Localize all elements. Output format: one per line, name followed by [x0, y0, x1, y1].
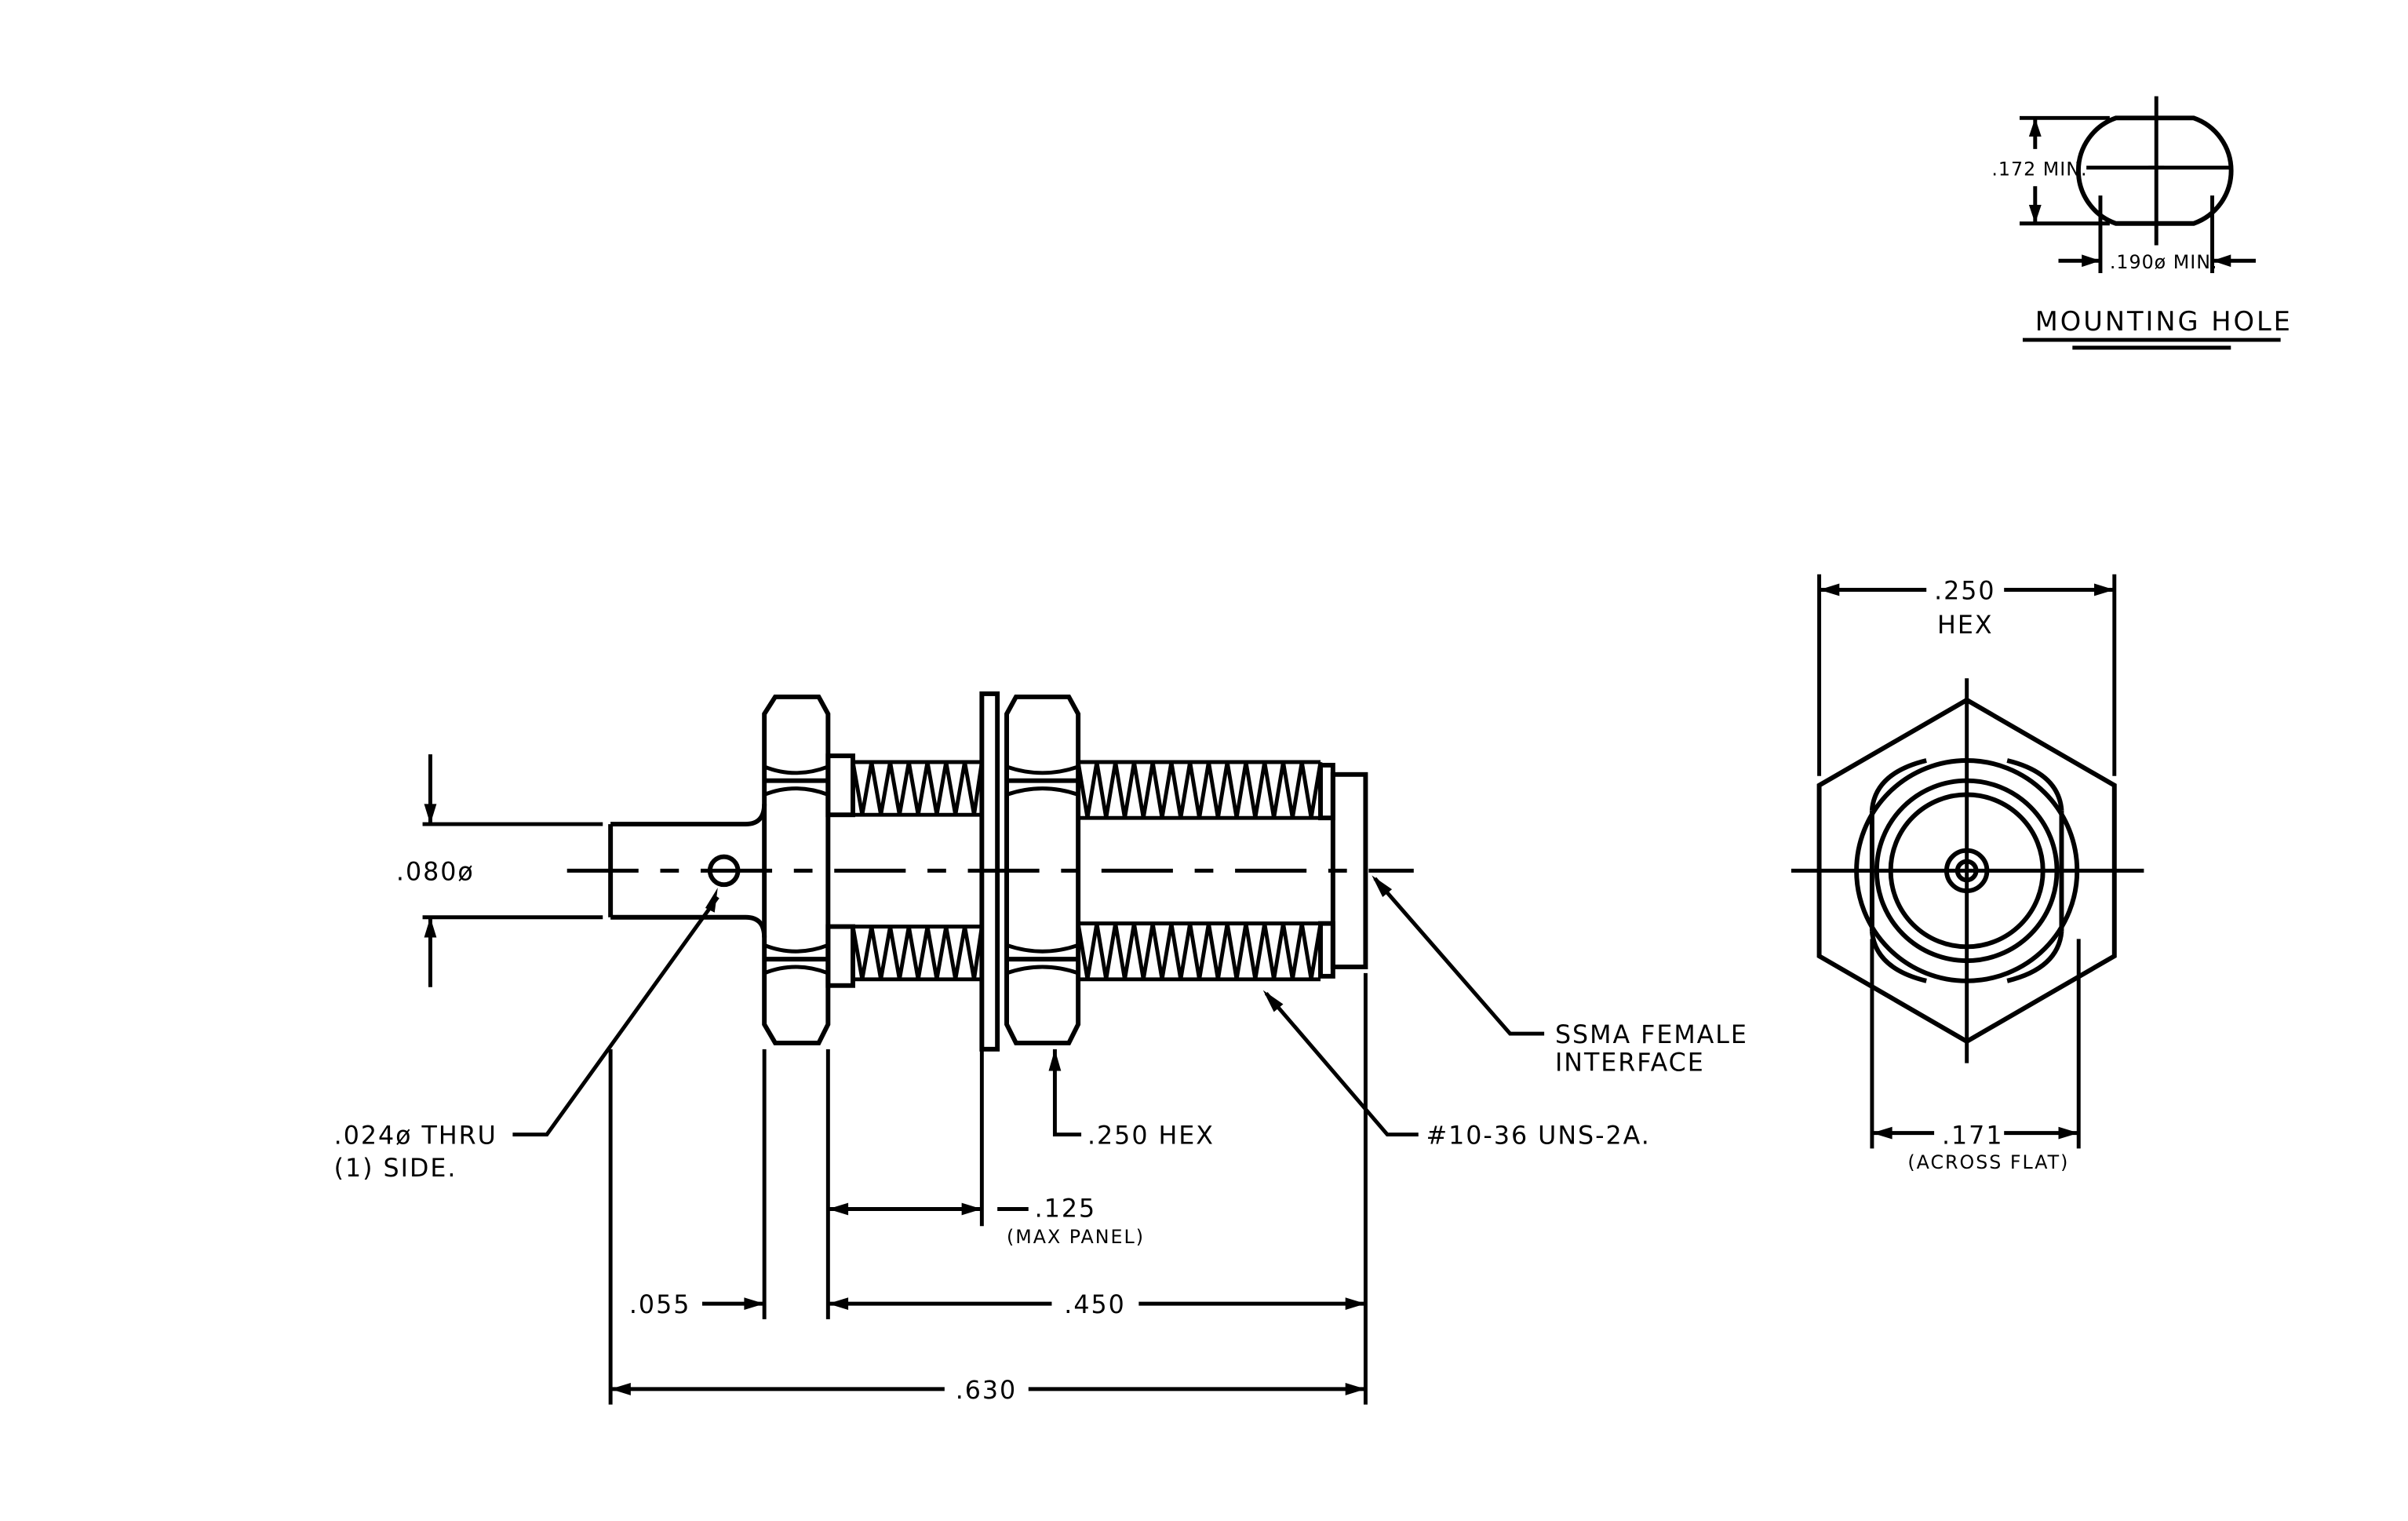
- dim-055: .055: [629, 1291, 690, 1319]
- interface-note-2: INTERFACE: [1555, 1049, 1705, 1078]
- end-hex-dim: .250: [1934, 577, 1995, 605]
- mounting-hole-detail: .172 MIN. .190ø MIN. MOUNTING HOLE: [1991, 96, 2293, 350]
- side-view: .080ø .024ø THRU (1) SIDE. .250 HEX #10-…: [334, 691, 1748, 1405]
- dim-450: .450: [1064, 1291, 1125, 1319]
- end-flat-dim: .171: [1942, 1122, 2003, 1150]
- mounting-hole-flat-dim: .172 MIN.: [1991, 158, 2087, 180]
- thread-upper-left: [851, 761, 984, 815]
- panel-dim: .125: [1035, 1195, 1096, 1223]
- cross-hole-note-1: .024ø THRU: [334, 1122, 497, 1150]
- mounting-hole-title: MOUNTING HOLE: [2035, 306, 2293, 337]
- mounting-hole-profile: [2075, 115, 2234, 226]
- thread-lower-right: [1076, 923, 1323, 980]
- end-hex-label: HEX: [1937, 611, 1993, 640]
- left-hex-body: [762, 694, 831, 1045]
- cross-hole-note-2: (1) SIDE.: [334, 1154, 457, 1183]
- end-view: .250 HEX .171 (ACROSS FLAT): [1791, 574, 2144, 1173]
- mounting-hole-dia-dim: .190ø MIN.: [2110, 251, 2218, 273]
- thread-note: #10-36 UNS-2A.: [1426, 1122, 1651, 1150]
- interface-note-1: SSMA FEMALE: [1555, 1021, 1748, 1049]
- thread-lower-left: [851, 926, 984, 980]
- panel-note: (MAX PANEL): [1007, 1226, 1145, 1248]
- thread-upper-right: [1076, 761, 1323, 819]
- nut-hex-note: .250 HEX: [1087, 1122, 1215, 1150]
- hex-nut: [1004, 694, 1081, 1045]
- pin-dia-dim: .080ø: [396, 858, 475, 886]
- dim-630: .630: [956, 1377, 1017, 1405]
- end-flat-note: (ACROSS FLAT): [1907, 1151, 2069, 1173]
